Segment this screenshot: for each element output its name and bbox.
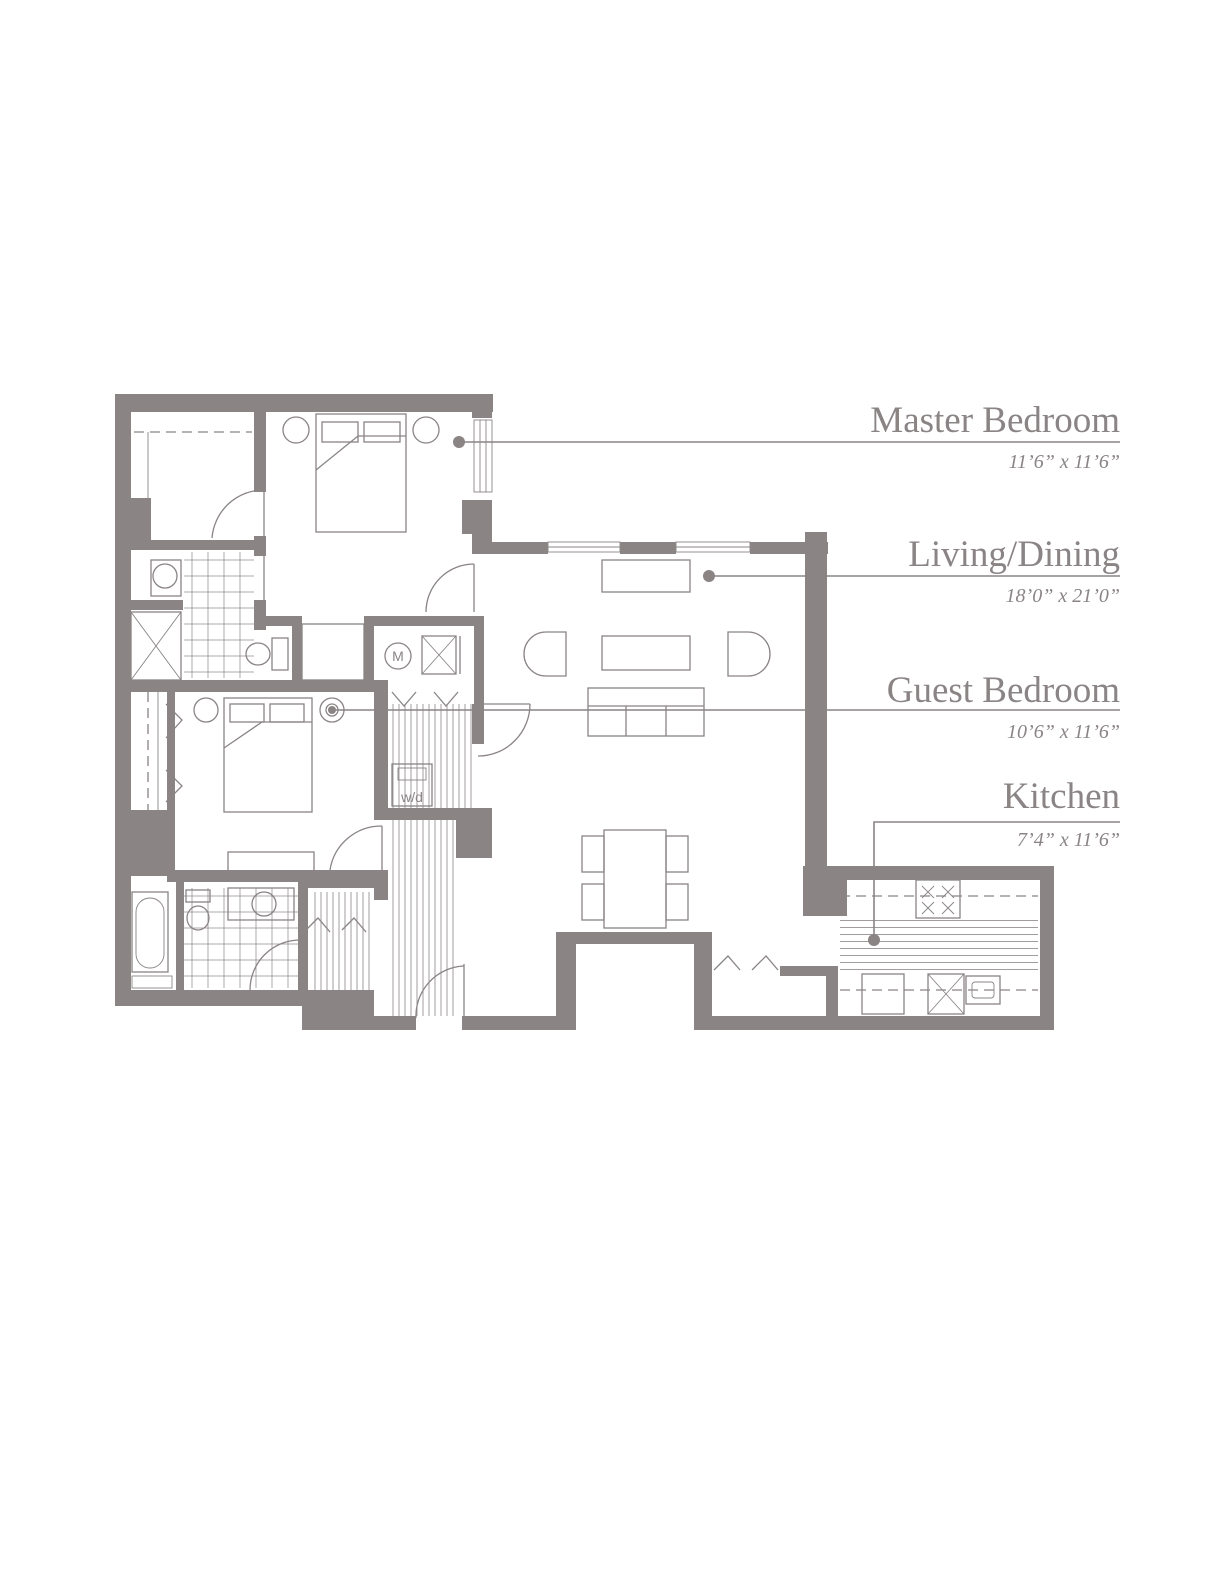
- guest-bedroom-dimensions: 10’6” x 11’6”: [1007, 721, 1120, 743]
- utility-fixtures: M w/d: [384, 635, 461, 807]
- kitchen-fixtures: [840, 879, 1038, 1015]
- guest-bath-fixtures: [131, 887, 295, 989]
- kitchen-label: Kitchen: [1003, 776, 1120, 817]
- room-leaders: [325, 436, 1120, 946]
- living-dining-furniture: [523, 559, 771, 929]
- living-dining-dimensions: 18’0” x 21’0”: [1006, 585, 1120, 607]
- mechanical-label: M: [392, 648, 404, 664]
- master-bedroom-label: Master Bedroom: [870, 400, 1120, 441]
- washer-dryer-label: w/d: [400, 789, 423, 805]
- room-labels: Master Bedroom 11’6” x 11’6” Living/Dini…: [870, 400, 1120, 851]
- walls: [115, 394, 1054, 1030]
- guest-bedroom-label: Guest Bedroom: [887, 670, 1120, 711]
- master-bedroom-furniture: [130, 413, 440, 681]
- kitchen-dimensions: 7’4” x 11’6”: [1017, 829, 1120, 851]
- windows: [473, 419, 1053, 1016]
- master-bedroom-dimensions: 11’6” x 11’6”: [1009, 451, 1120, 473]
- living-dining-label: Living/Dining: [908, 534, 1120, 575]
